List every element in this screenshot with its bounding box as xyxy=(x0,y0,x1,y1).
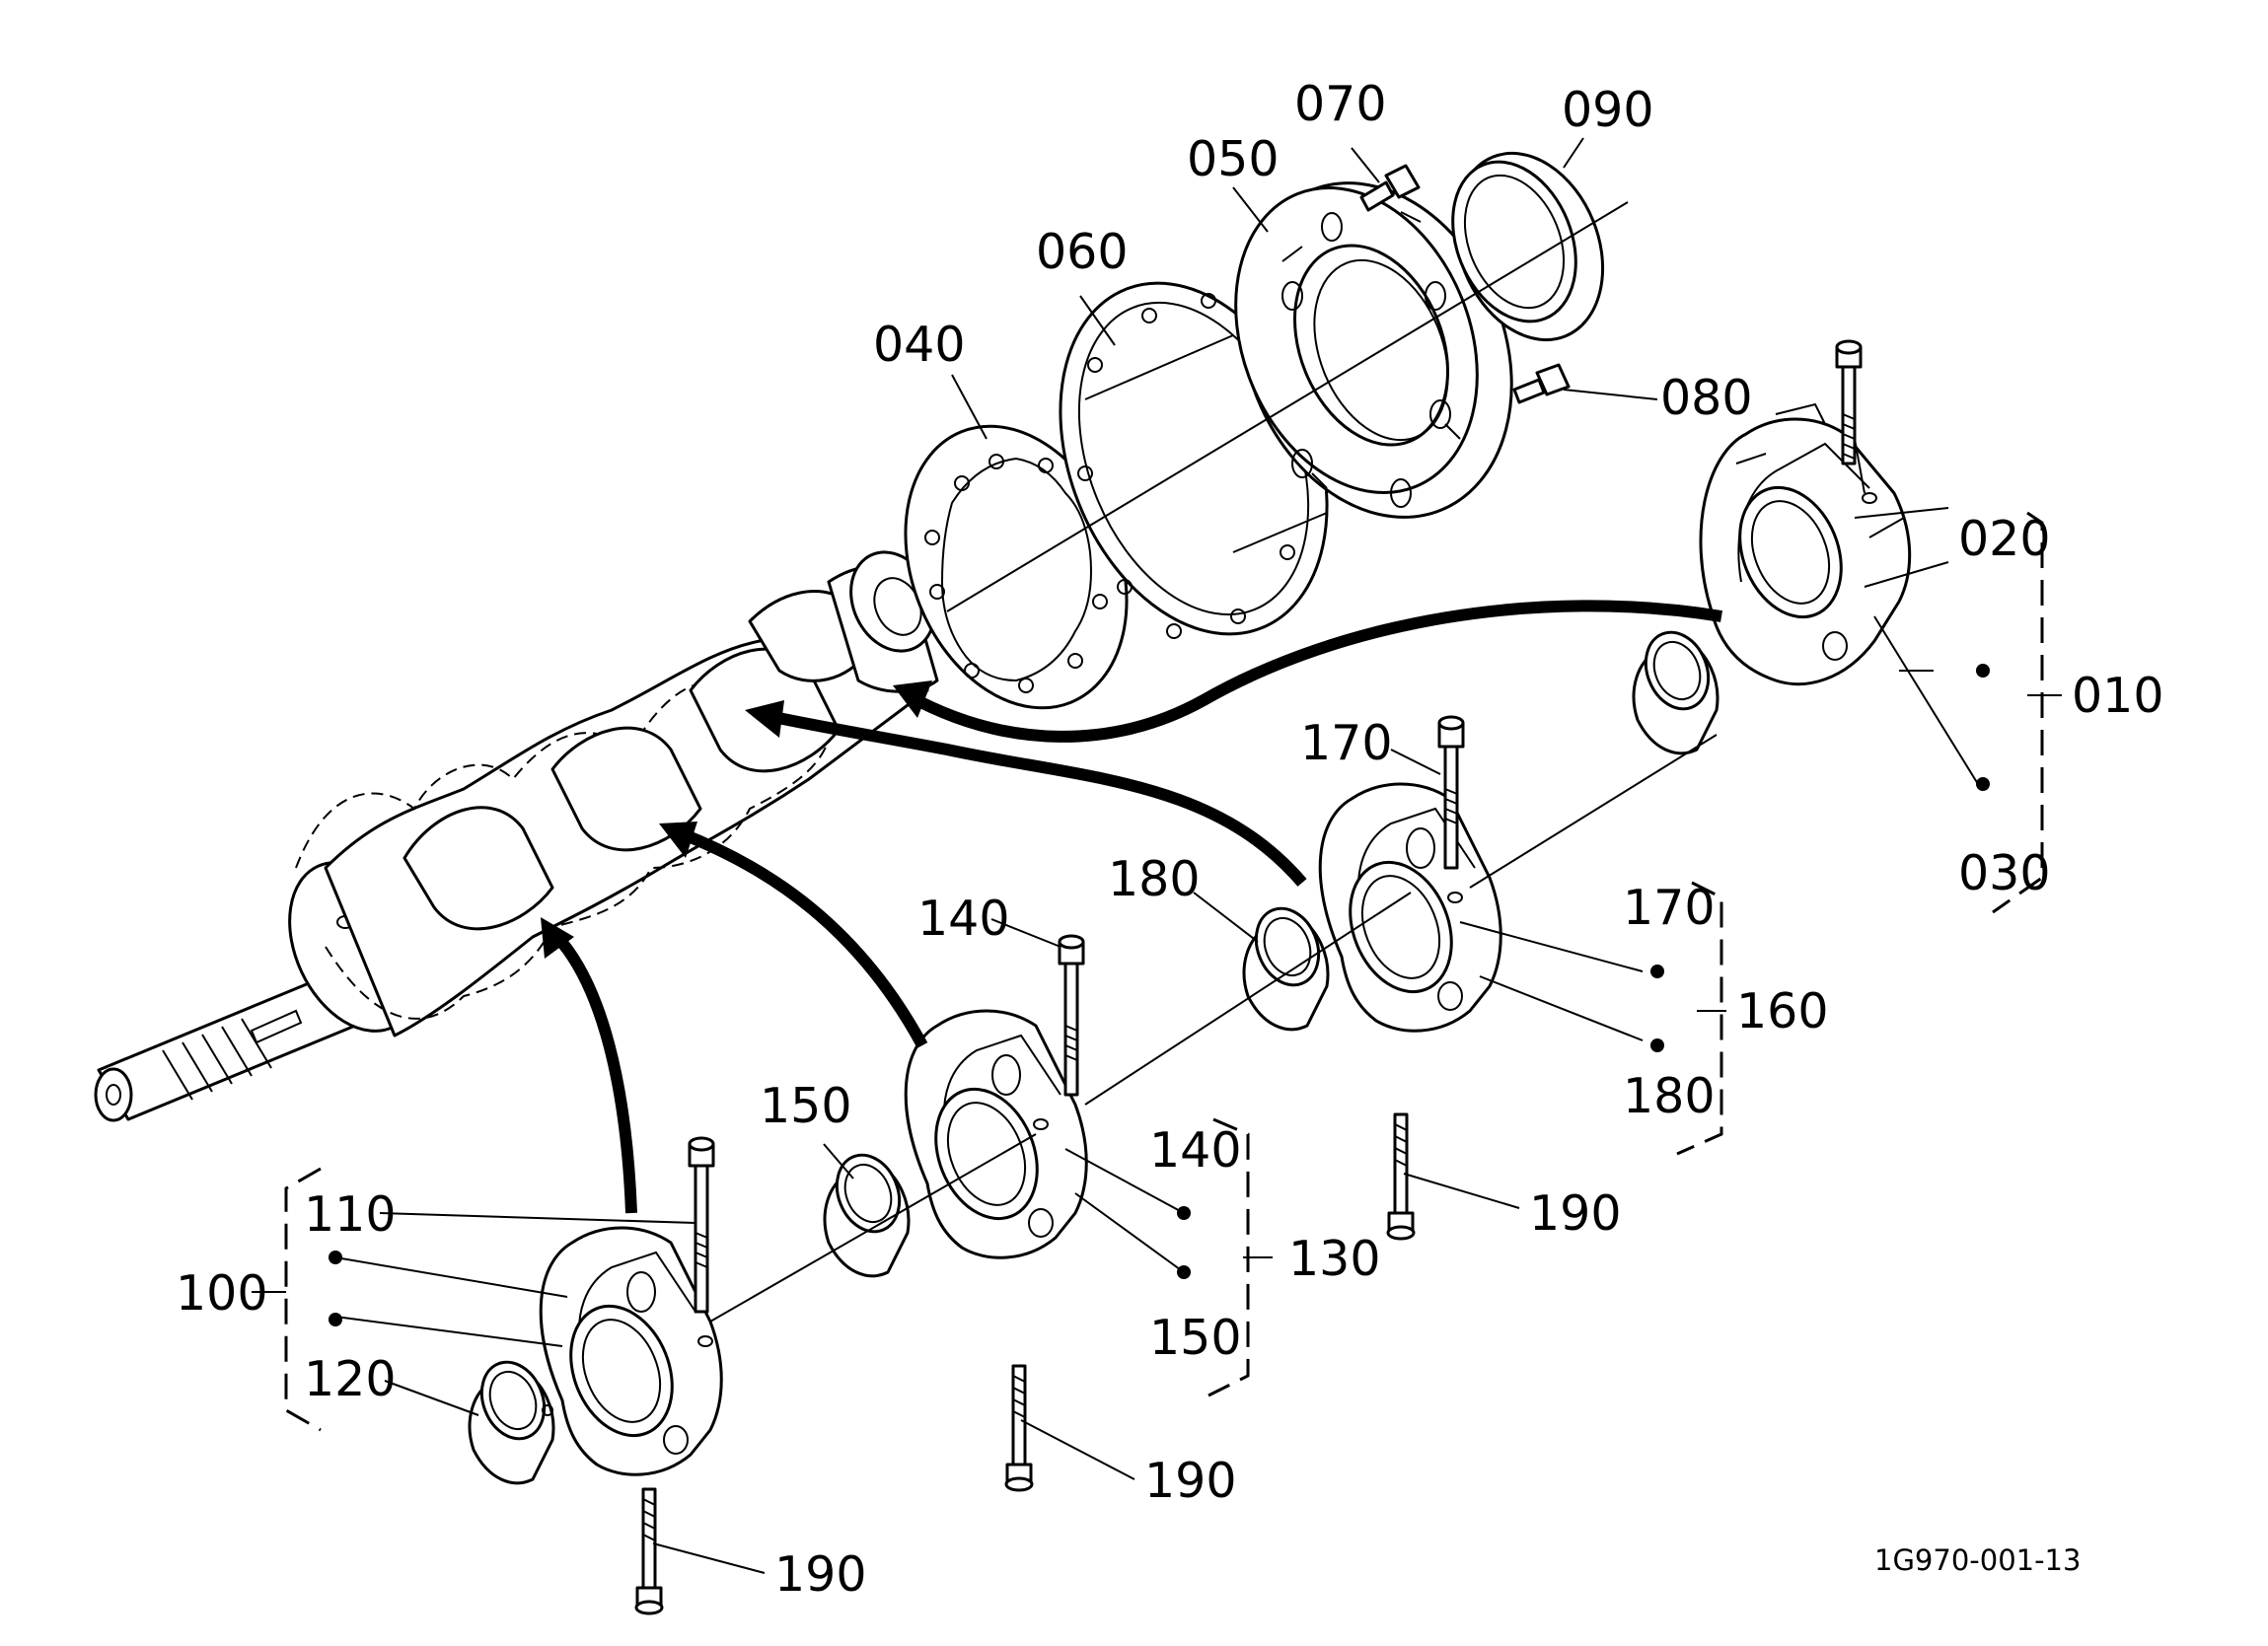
crankshaft xyxy=(94,550,939,1122)
bearing-case-130 xyxy=(904,1009,1088,1259)
bearing-150 xyxy=(823,1153,911,1278)
label-050: 050 xyxy=(1187,131,1280,187)
label-090: 090 xyxy=(1562,82,1654,138)
label-120: 120 xyxy=(304,1351,397,1407)
bolt-190-lower-middle xyxy=(1004,1364,1034,1492)
label-080: 080 xyxy=(1660,370,1753,426)
drawing-code: 1G970-001-13 xyxy=(1874,1543,2081,1577)
group-brackets xyxy=(284,511,2044,1432)
bolt-170 xyxy=(1437,715,1465,870)
label-140-b: 140 xyxy=(1149,1122,1242,1179)
label-070: 070 xyxy=(1294,76,1387,132)
bolt-190-middle xyxy=(1386,1112,1416,1241)
bearing-030 xyxy=(1632,630,1719,755)
bolt-190-front xyxy=(634,1487,664,1615)
label-140-a: 140 xyxy=(917,891,1010,947)
bolt-020 xyxy=(1835,339,1863,465)
label-170-a: 170 xyxy=(1300,715,1393,771)
label-160: 160 xyxy=(1736,983,1829,1039)
bearing-180 xyxy=(1242,906,1330,1032)
label-150-b: 150 xyxy=(1149,1310,1242,1366)
bearing-case-010 xyxy=(1699,402,1912,686)
label-190-c: 190 xyxy=(774,1546,867,1603)
assembly-arrows xyxy=(541,600,1722,1214)
bearing-case-160 xyxy=(1318,782,1502,1033)
bolt-140 xyxy=(1058,934,1085,1097)
label-100: 100 xyxy=(176,1265,268,1322)
label-110: 110 xyxy=(304,1186,397,1243)
label-030: 030 xyxy=(1958,845,2051,901)
label-040: 040 xyxy=(873,317,966,373)
label-190-b: 190 xyxy=(1144,1453,1237,1509)
bearing-120 xyxy=(468,1360,555,1485)
label-130: 130 xyxy=(1288,1231,1381,1287)
seal-housing-050 xyxy=(1234,181,1513,519)
gasket-040 xyxy=(904,424,1129,710)
label-020: 020 xyxy=(1958,511,2051,567)
oil-seal-090 xyxy=(1451,151,1605,342)
label-010: 010 xyxy=(2072,668,2164,724)
bolt-110 xyxy=(688,1136,715,1314)
label-190-a: 190 xyxy=(1529,1185,1622,1242)
callout-labels: 010 020 030 040 050 060 070 080 090 100 … xyxy=(176,76,2164,1603)
label-150-a: 150 xyxy=(760,1078,852,1134)
label-060: 060 xyxy=(1036,224,1129,280)
label-180-b: 180 xyxy=(1623,1068,1716,1124)
screw-080 xyxy=(1512,363,1571,404)
label-180-a: 180 xyxy=(1108,851,1201,907)
label-170-b: 170 xyxy=(1623,880,1716,936)
bearing-case-100 xyxy=(539,1226,723,1476)
screw-070 xyxy=(1359,164,1421,212)
leader-lines xyxy=(252,137,2062,1574)
